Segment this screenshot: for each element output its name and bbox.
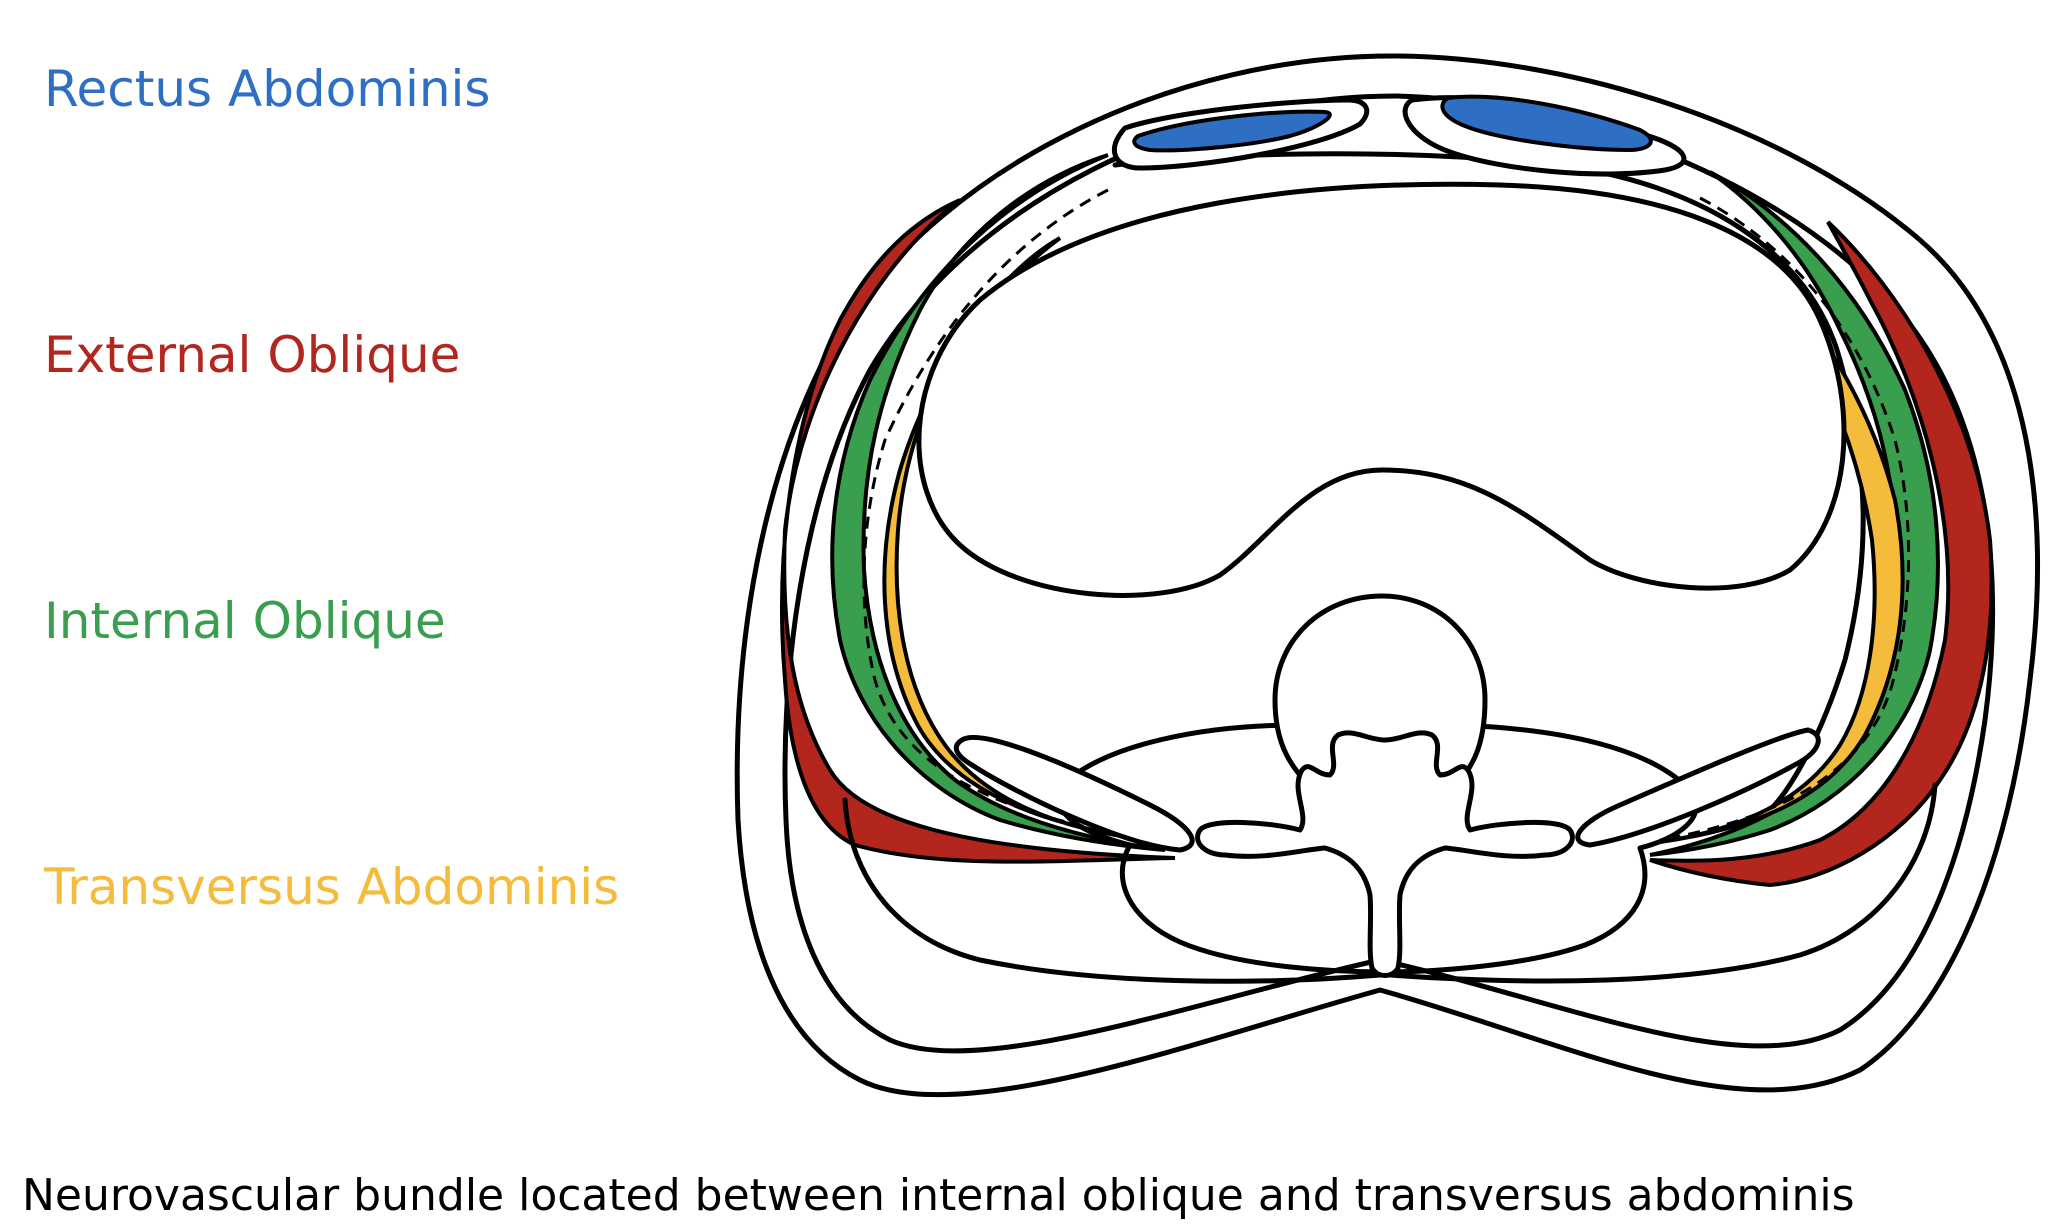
right-rectus-abdominis (1440, 94, 1653, 153)
vertebral-arch (1195, 730, 1575, 978)
legend-transversus-abdominis: Transversus Abdominis (44, 858, 620, 916)
left-rib (953, 734, 1195, 853)
legend-internal-oblique: Internal Oblique (44, 592, 446, 650)
left-lower-back-contour (842, 797, 1383, 984)
right-internal-oblique (1649, 170, 1940, 857)
peritoneal-outline (1112, 151, 1866, 813)
legend-rectus-abdominis: Rectus Abdominis (44, 60, 491, 118)
right-paraspinal-region (1382, 722, 1699, 975)
right-external-oblique (1649, 220, 1994, 888)
left-paraspinal-region (1057, 722, 1388, 975)
outer-body-contour (734, 53, 2040, 1098)
left-rectus-abdominis (1132, 109, 1332, 153)
right-fascia-dashed (1659, 196, 1911, 842)
left-external-oblique (780, 198, 1176, 864)
legend-external-oblique: External Oblique (44, 326, 461, 384)
right-rib (1575, 727, 1821, 848)
caption: Neurovascular bundle located between int… (22, 1170, 1855, 1221)
left-fascia-dashed (862, 188, 1109, 832)
right-lower-back-contour (1387, 782, 1938, 984)
abdominal-cavity-outline (916, 181, 1847, 598)
